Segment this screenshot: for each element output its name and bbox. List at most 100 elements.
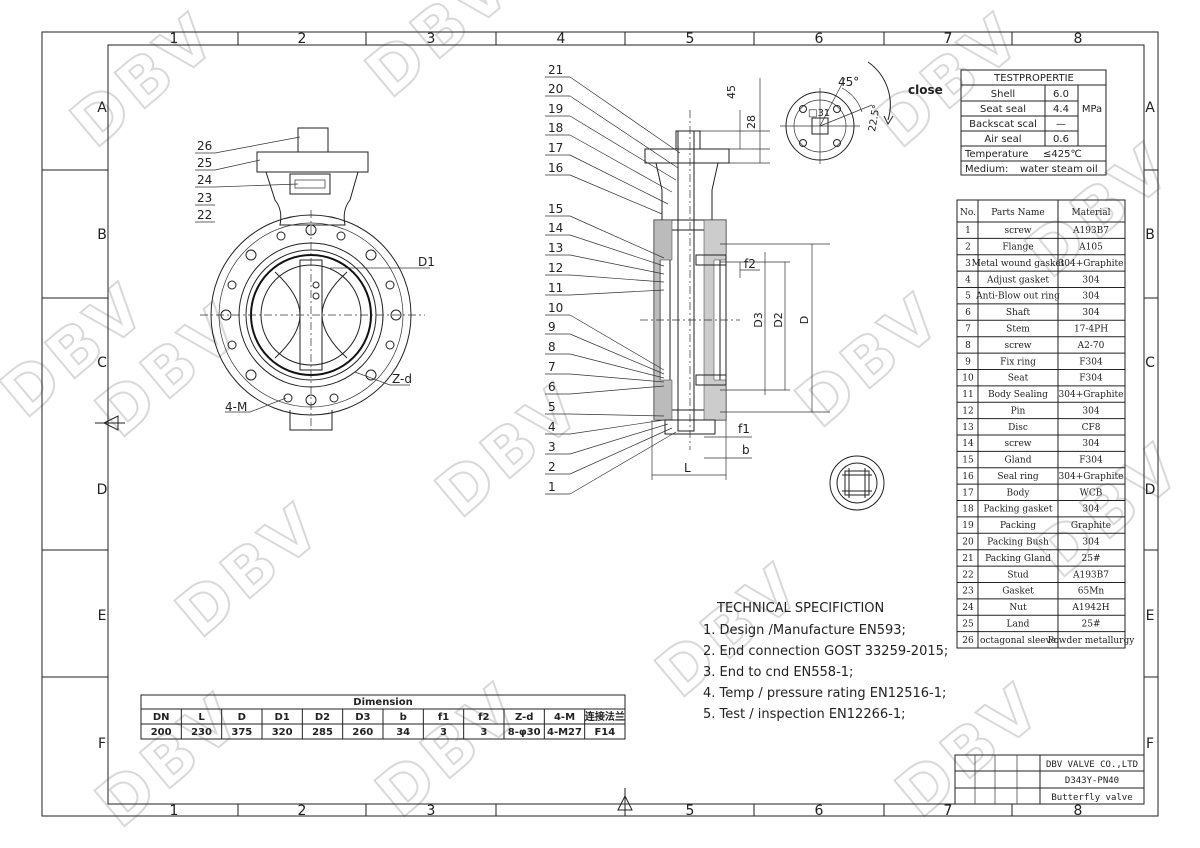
callout-left: 23 (197, 191, 212, 205)
col-label: 4 (557, 31, 566, 47)
callout-section: 6 (548, 380, 556, 394)
dim-d2: D2 (772, 312, 785, 327)
part-number: 5 (965, 292, 971, 302)
part-material: 304+Graphite (1059, 259, 1124, 269)
row-label: A (1145, 100, 1155, 116)
dimension-header: D3 (355, 712, 370, 723)
test-row-value: 4.4 (1053, 104, 1069, 115)
dimension-header: f2 (478, 712, 489, 723)
tech-item: 1. Design /Manufacture EN593; (703, 623, 906, 638)
part-material: F304 (1079, 374, 1103, 384)
part-name: Stud (1007, 570, 1029, 580)
dimension-value: 375 (231, 727, 252, 738)
callout-left: 25 (197, 156, 212, 170)
outer-border (41, 31, 1159, 817)
dimension-value: 230 (191, 727, 212, 738)
callout-section: 1 (548, 480, 556, 494)
top-view: 45° 22.5° □31 close (780, 61, 943, 164)
dimension-header: D (238, 712, 246, 723)
part-name: Seal ring (997, 472, 1039, 482)
parts-header: No. (960, 208, 976, 218)
col-label: 8 (1074, 803, 1083, 819)
watermark: DBV (163, 488, 338, 652)
centering-marks (95, 415, 633, 816)
temperature-value: ≤425℃ (1043, 149, 1082, 160)
col-label: 2 (298, 31, 307, 47)
section-view: 45 28 f2 D3 D2 D f1 b L (545, 63, 830, 495)
part-number: 21 (962, 554, 973, 564)
part-material: A105 (1078, 243, 1103, 253)
callout-left: 22 (197, 208, 212, 222)
watermark: DBV (423, 368, 598, 532)
test-properties-table: TESTPROPERTIE Shell 6.0 Seat seal 4.4 Ba… (960, 69, 1107, 176)
row-label: C (1145, 355, 1155, 371)
part-number: 9 (965, 357, 971, 367)
test-row-name: Shell (991, 89, 1015, 100)
part-material: 304 (1082, 292, 1099, 302)
col-label: 1 (170, 803, 179, 819)
part-number: 19 (962, 521, 974, 531)
part-name: Flange (1002, 243, 1033, 253)
technical-specification: TECHNICAL SPECIFICTION 1. Design /Manufa… (703, 601, 948, 722)
part-material: Graphite (1071, 521, 1111, 531)
callout-section: 12 (548, 261, 563, 275)
callout-section: 17 (548, 141, 563, 155)
callout-section: 20 (548, 82, 563, 96)
part-name: screw (1005, 341, 1032, 351)
part-number: 6 (965, 308, 971, 318)
part-name: Packing (1000, 521, 1036, 531)
part-name: Land (1007, 619, 1030, 629)
part-name: octagonal sleeve (980, 636, 1056, 646)
angle-22-5: 22.5° (867, 104, 883, 133)
part-material: 25# (1082, 554, 1101, 564)
part-material: 304 (1082, 308, 1099, 318)
close-label: close (908, 83, 943, 97)
row-label: A (97, 100, 107, 116)
part-name: Packing Bush (987, 538, 1049, 548)
dimension-value: F14 (594, 727, 615, 738)
part-name: Gland (1005, 456, 1032, 466)
tech-title: TECHNICAL SPECIFICTION (716, 601, 884, 616)
watermark: DBV (783, 278, 958, 442)
callout-section: 16 (548, 161, 563, 175)
row-label: E (1146, 608, 1155, 624)
part-number: 17 (962, 488, 974, 498)
part-name: Nut (1009, 603, 1027, 613)
parts-header: Material (1072, 208, 1111, 218)
test-row-name: Backscat scal (969, 119, 1037, 130)
tech-item: 3. End to cnd EN558-1; (703, 665, 853, 680)
part-material: F304 (1079, 357, 1103, 367)
part-material: 304+Graphite (1059, 390, 1124, 400)
col-label: 3 (427, 803, 436, 819)
part-name: Body (1007, 488, 1031, 498)
company-name: DBV VALVE CO.,LTD (1046, 760, 1138, 770)
part-name: Gasket (1002, 587, 1034, 597)
model-number: D343Y-PN40 (1065, 776, 1119, 786)
part-material: A2-70 (1077, 341, 1105, 351)
dimension-value: 285 (312, 727, 333, 738)
dimension-header: D2 (315, 712, 330, 723)
row-label: D (97, 482, 108, 498)
part-name: Packing gasket (984, 505, 1053, 515)
dimension-header: f1 (438, 712, 449, 723)
row-label: F (1146, 736, 1154, 752)
col-label: 1 (170, 31, 179, 47)
dim-f1: f1 (738, 422, 750, 436)
callout-section: 11 (548, 281, 563, 295)
col-label: 7 (944, 31, 953, 47)
test-row-name: Air seal (984, 134, 1021, 145)
dimension-table: Dimension DN200L230D375D1320D2285D3260b3… (140, 694, 626, 740)
callout-section: 21 (548, 63, 563, 77)
dimension-header: b (400, 712, 407, 723)
tech-item: 4. Temp / pressure rating EN12516-1; (703, 686, 946, 701)
part-name: Packing Gland (985, 554, 1051, 564)
dimension-value: 3 (480, 727, 487, 738)
dim-l: L (684, 461, 691, 475)
test-row-value: 0.6 (1053, 134, 1069, 145)
part-material: 304 (1082, 406, 1099, 416)
dimension-header: 4-M (554, 712, 575, 723)
callout-section: 4 (548, 420, 556, 434)
part-name: Disc (1008, 423, 1028, 433)
